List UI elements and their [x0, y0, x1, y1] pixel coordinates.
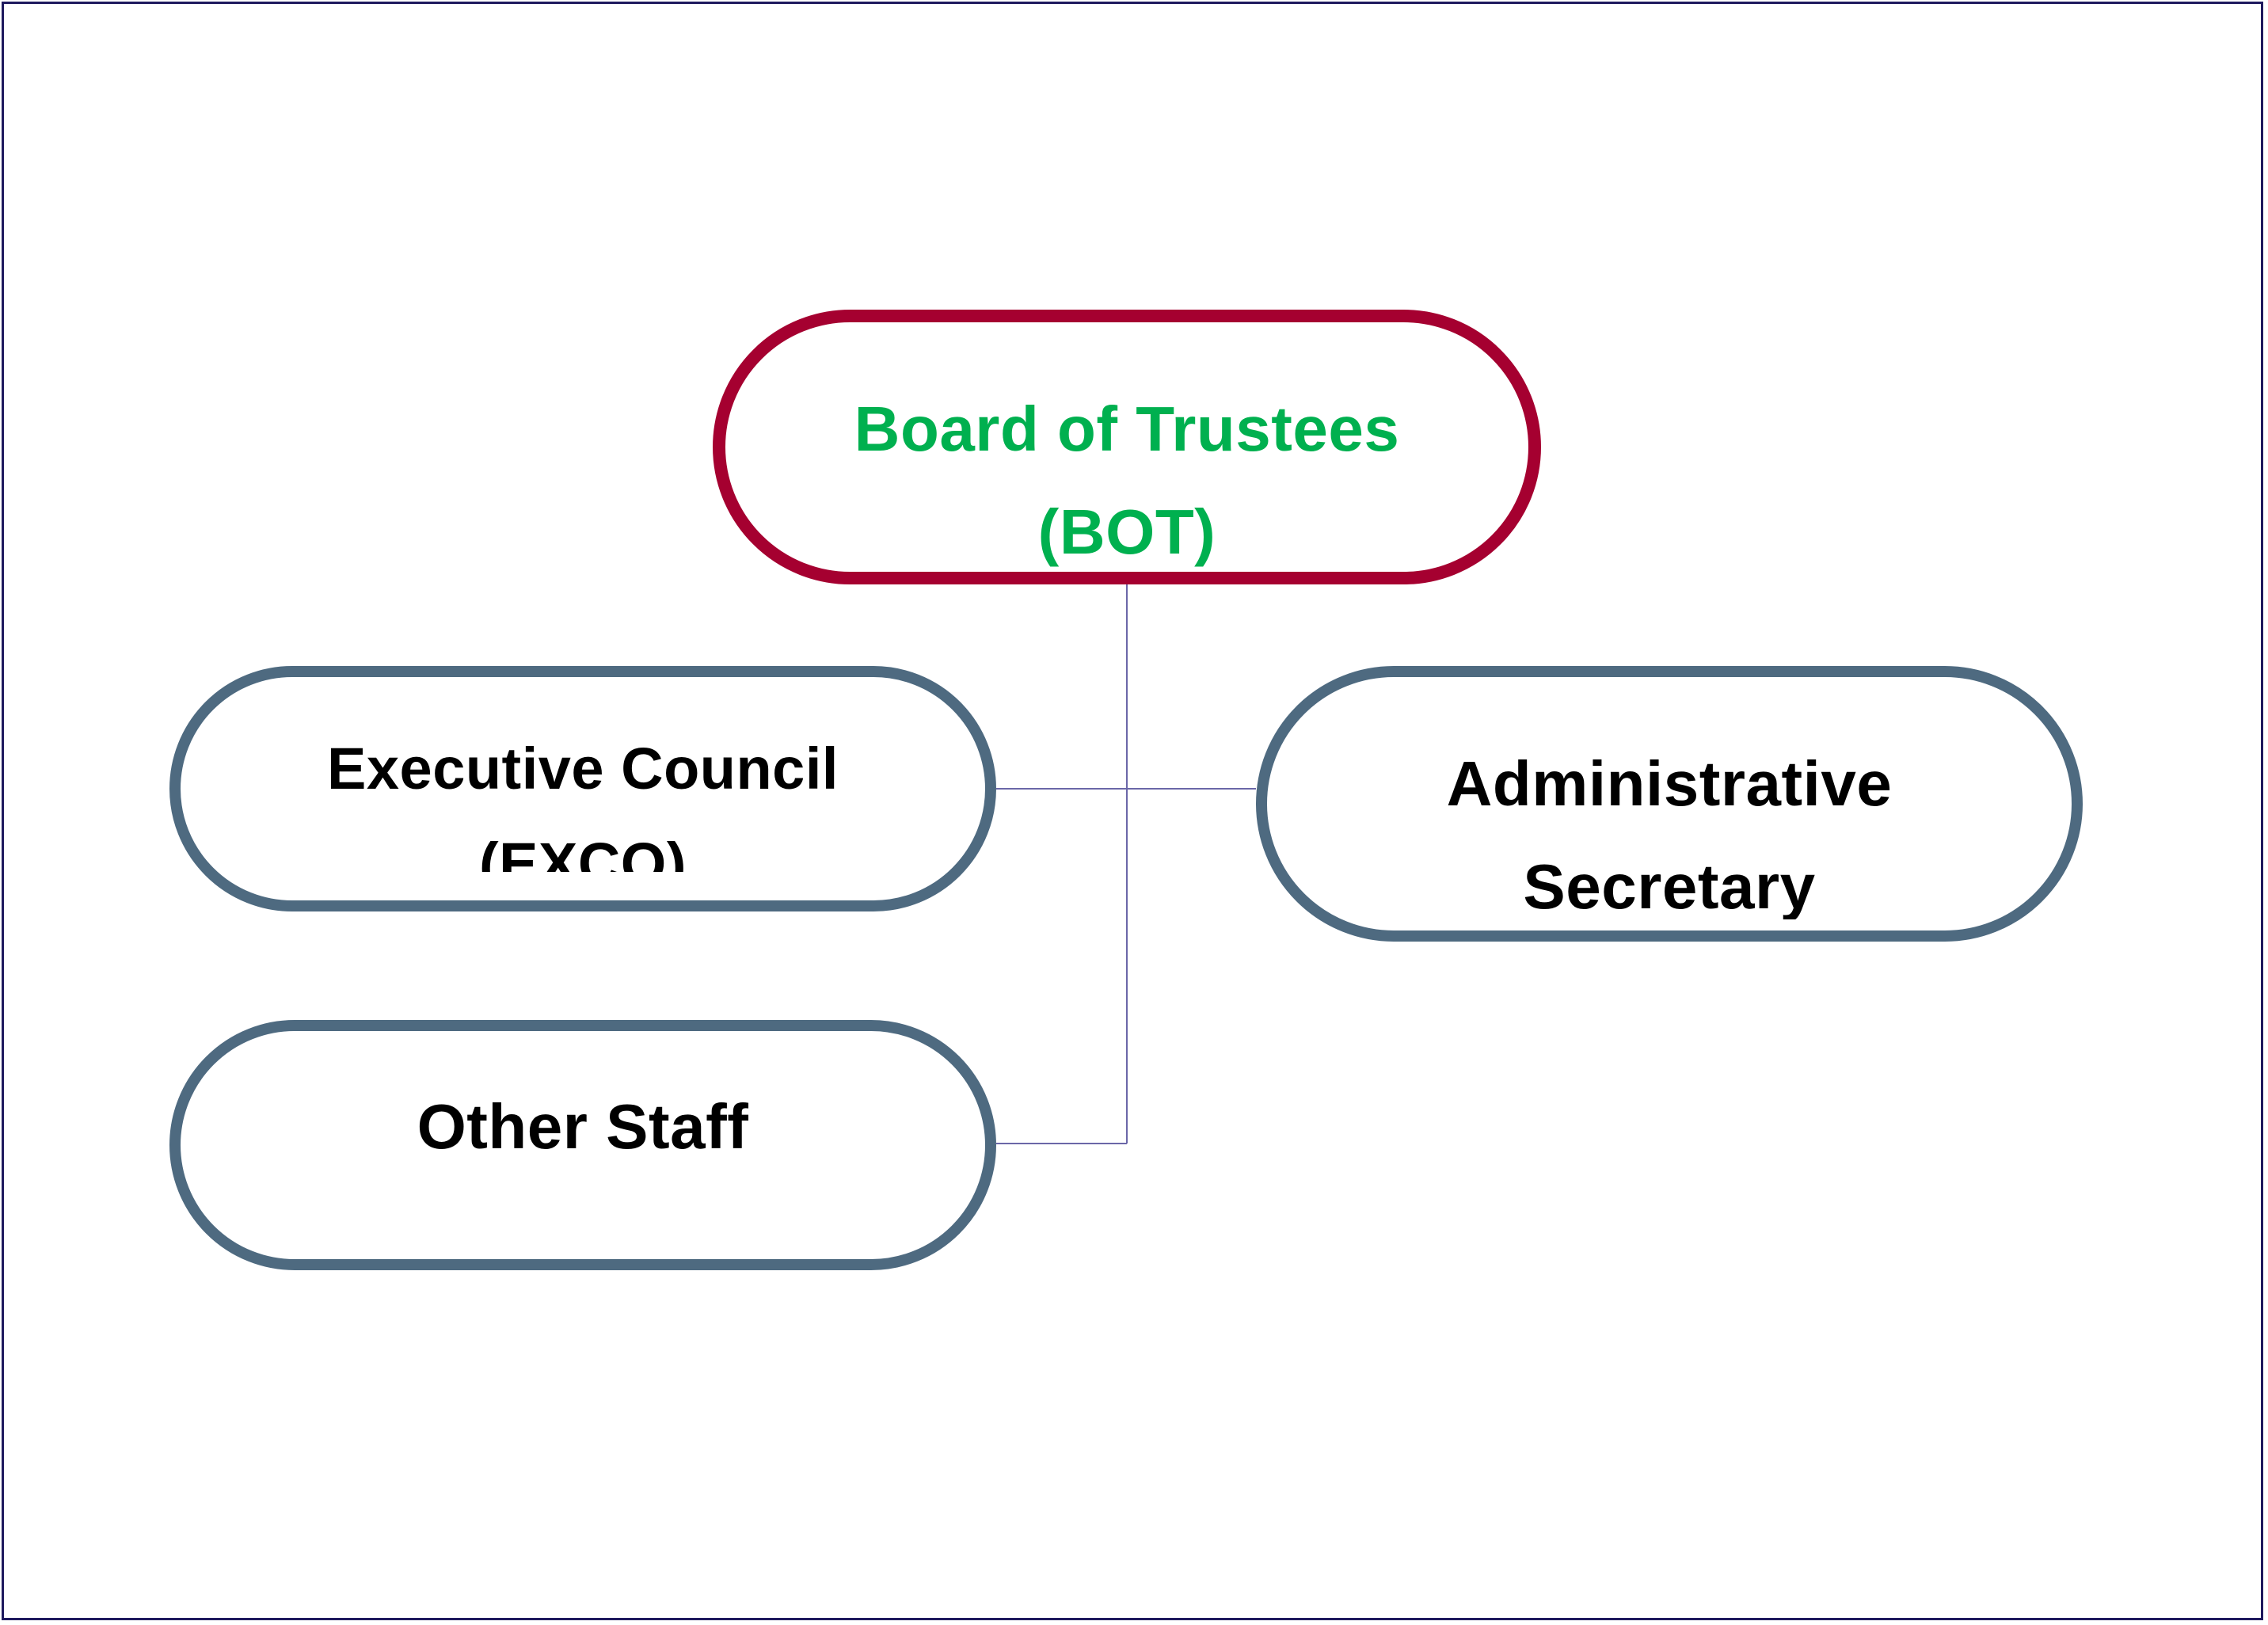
exco-label-line1: Executive Council — [327, 736, 839, 801]
exco-label-line2: (EXCO) — [478, 831, 687, 872]
bot-label-line1: Board of Trustees — [854, 394, 1400, 464]
admin-label-line2: Secretary — [1523, 851, 1816, 919]
admin-label-line1: Administrative — [1446, 748, 1893, 819]
administrative-secretary-node: Administrative Secretary — [1256, 666, 2083, 942]
executive-council-node: Executive Council (EXCO) — [169, 666, 996, 911]
other-staff-node: Other Staff — [169, 1020, 996, 1270]
bot-label-line2: (BOT) — [1037, 497, 1216, 567]
board-of-trustees-node: Board of Trustees (BOT) — [713, 310, 1541, 584]
other-label-line1: Other Staff — [417, 1091, 749, 1162]
